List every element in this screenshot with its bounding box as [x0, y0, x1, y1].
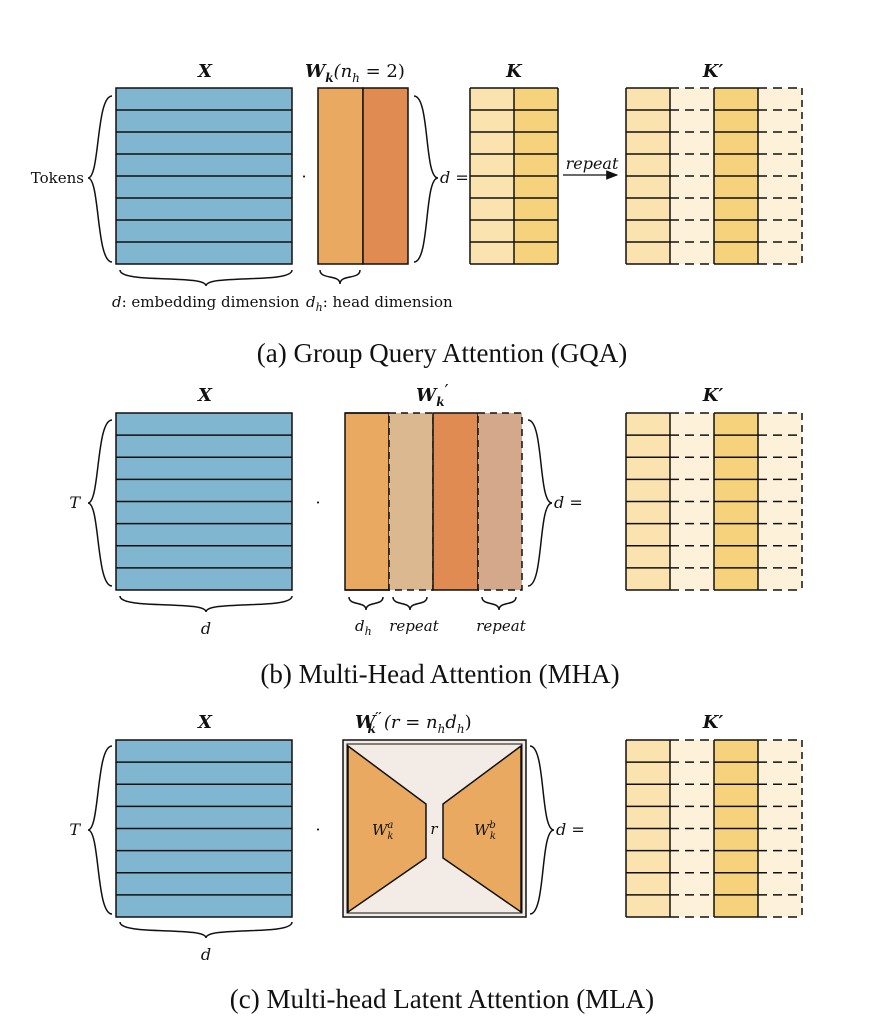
gqa-k-title: K — [505, 61, 523, 82]
mha-w-head1 — [344, 412, 390, 591]
gqa-kprime-title: K′ — [702, 61, 724, 82]
gqa-kprime-matrix — [625, 87, 803, 265]
mla-wb-trapezoid — [442, 744, 522, 914]
mha-repeat2-label: repeat — [476, 617, 526, 635]
gqa-w-head1 — [317, 87, 364, 265]
mha-w-repeat1 — [388, 412, 434, 591]
mla-t-brace — [87, 745, 113, 915]
gqa-tokens-brace — [87, 95, 113, 263]
mha-dh-brace — [348, 596, 384, 611]
mla-dot: · — [315, 820, 320, 839]
mha-w-title: Wk′ — [416, 381, 449, 409]
mla-d-eq: d = — [556, 820, 585, 839]
gqa-w-head2 — [362, 87, 409, 265]
mha-repeat1-brace — [392, 596, 428, 611]
mha-t-label: T — [69, 493, 81, 512]
mla-d-brace — [529, 745, 555, 915]
gqa-x-title: X — [197, 61, 213, 82]
mla-x-matrix — [115, 739, 293, 918]
mha-kprime-title: K′ — [702, 385, 724, 406]
mha-d-brace — [527, 419, 553, 587]
mha-d-bottom-brace — [119, 595, 293, 613]
mla-caption: (c) Multi-head Latent Attention (MLA) — [230, 984, 654, 1014]
mha-w-head2 — [432, 412, 479, 591]
mla-kprime-title: K′ — [702, 712, 724, 733]
mha-caption: (b) Multi-Head Attention (MHA) — [260, 659, 619, 689]
mla-wa-trapezoid — [347, 744, 427, 914]
gqa-d-eq: d = — [440, 168, 469, 187]
mha-kprime-matrix — [625, 412, 803, 591]
mha-dot: · — [315, 493, 320, 512]
mla-d-bottom-brace — [119, 921, 293, 939]
gqa-d-brace — [413, 95, 439, 263]
panel-mha: X Wk′ K′ T · d = d dh repeat repeat (b) … — [69, 381, 803, 689]
mha-repeat1-label: repeat — [389, 617, 439, 635]
gqa-dot: · — [301, 167, 306, 186]
mla-kprime-matrix — [625, 739, 803, 918]
panel-gqa: X Wk(nh = 2) K K′ Tokens · d = repeat d:… — [31, 61, 803, 368]
gqa-head-label: dh: head dimension — [306, 293, 453, 314]
gqa-w-title: Wk(nh = 2) — [305, 61, 405, 85]
gqa-x-matrix — [115, 87, 293, 265]
mha-x-title: X — [197, 385, 213, 406]
mla-d-label: d — [201, 945, 211, 964]
mha-t-brace — [87, 419, 113, 587]
mla-x-title: X — [197, 712, 213, 733]
gqa-embed-label: d: embedding dimension — [112, 293, 300, 311]
mla-r-label: r — [430, 820, 438, 838]
mha-d-label: d — [201, 619, 211, 638]
mha-x-matrix — [115, 412, 293, 591]
gqa-caption: (a) Group Query Attention (GQA) — [257, 338, 627, 368]
gqa-k-matrix — [469, 87, 559, 265]
mha-d-eq: d = — [554, 493, 583, 512]
gqa-tokens-label: Tokens — [31, 169, 84, 187]
mha-w-repeat2 — [477, 412, 523, 591]
gqa-repeat-label: repeat — [566, 154, 619, 173]
mha-repeat2-brace — [481, 596, 517, 611]
gqa-head-brace — [319, 269, 361, 285]
gqa-embed-brace — [119, 269, 293, 287]
mla-w-title: W′′k(r = nhdh) — [355, 710, 472, 736]
mla-t-label: T — [69, 820, 81, 839]
mla-w-inner-box — [346, 743, 523, 914]
mha-dh-label: dh — [355, 617, 372, 638]
